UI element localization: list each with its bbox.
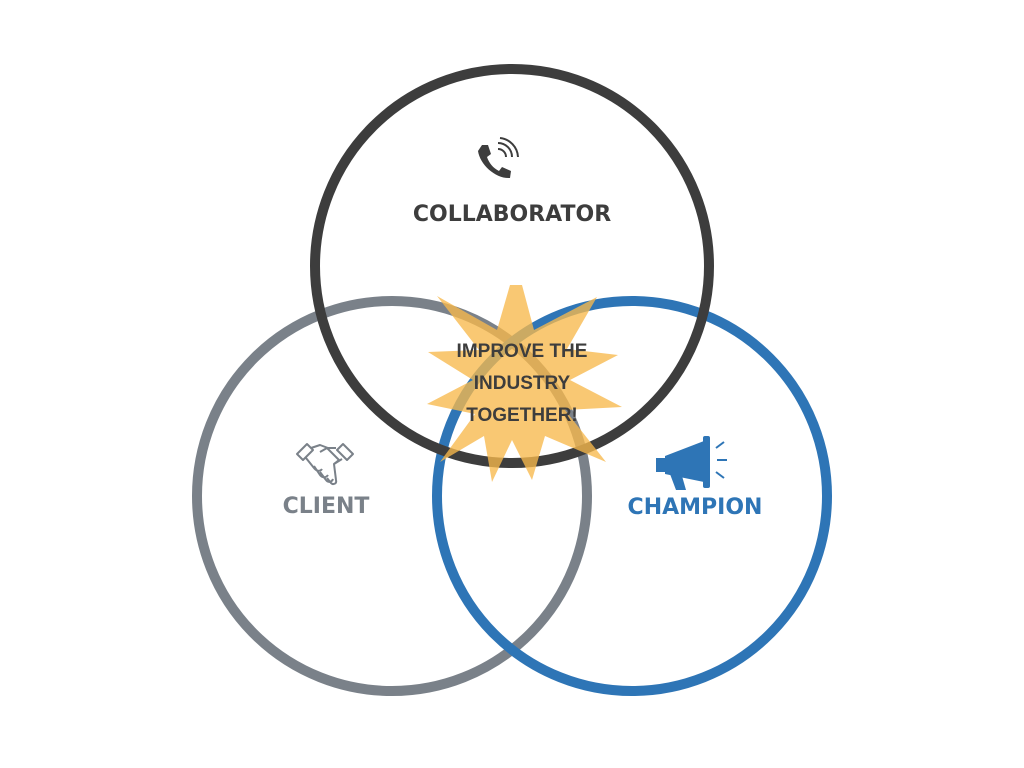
center-text-line2: INDUSTRY	[474, 373, 571, 394]
champion-circle	[432, 296, 832, 696]
client-label: CLIENT	[283, 494, 370, 519]
megaphone-icon	[656, 436, 727, 490]
client-circle	[192, 296, 592, 696]
collaborator-circle	[310, 64, 714, 468]
center-text-line1: IMPROVE THE	[457, 341, 588, 362]
center-text-line3: TOGETHER!	[466, 405, 578, 426]
handshake-icon	[296, 443, 354, 485]
champion-label: CHAMPION	[628, 495, 763, 520]
collaborator-label: COLLABORATOR	[413, 202, 611, 227]
starburst-shape	[427, 285, 622, 482]
phone-icon	[478, 137, 519, 179]
